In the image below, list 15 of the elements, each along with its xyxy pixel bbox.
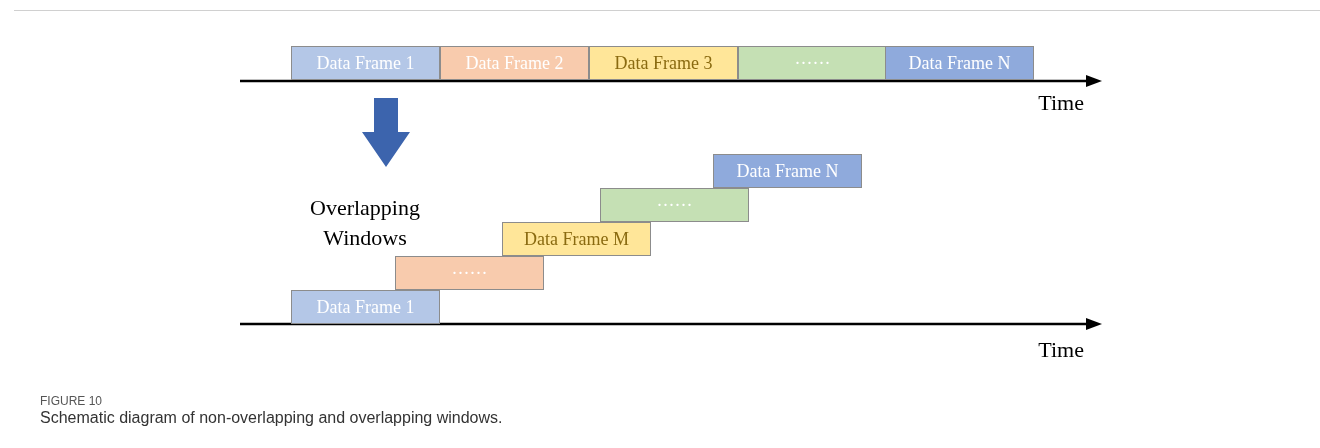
data-frame-box: ······: [395, 256, 544, 290]
data-frame-box: ······: [738, 46, 887, 80]
caption: Schematic diagram of non-overlapping and overlapping windows.: [40, 408, 503, 428]
data-frame-box: Data Frame N: [885, 46, 1034, 80]
data-frame-box: Data Frame 2: [440, 46, 589, 80]
data-frame-box: ······: [600, 188, 749, 222]
section-label: Overlapping Windows: [309, 194, 421, 252]
axis-label: Time: [1037, 89, 1084, 117]
data-frame-box: Data Frame 1: [291, 46, 440, 80]
figure-number: FIGURE 10: [40, 393, 102, 410]
axis-label: Time: [1037, 336, 1084, 364]
data-frame-box: Data Frame M: [502, 222, 651, 256]
data-frame-box: Data Frame 3: [589, 46, 738, 80]
data-frame-box: Data Frame 1: [291, 290, 440, 324]
data-frame-box: Data Frame N: [713, 154, 862, 188]
